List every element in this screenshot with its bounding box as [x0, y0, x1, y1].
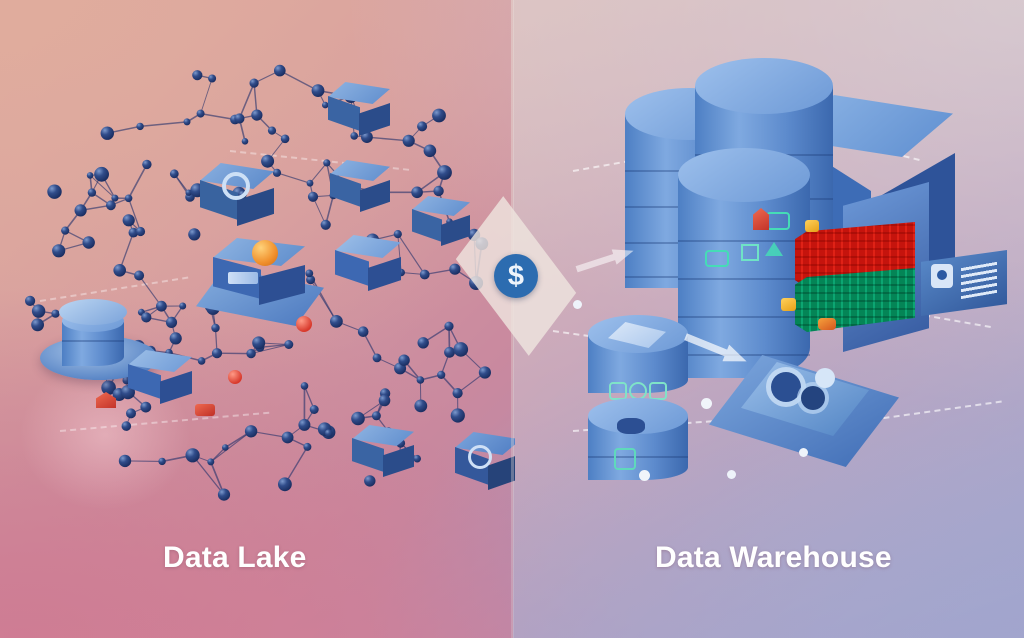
data-warehouse-panel	[513, 0, 1024, 638]
ring-glyph-icon	[222, 172, 250, 200]
server-indicator-strip	[228, 272, 258, 284]
red-sphere	[228, 370, 242, 384]
db-glyph-icon	[766, 212, 790, 230]
red-marker-icon	[753, 208, 769, 230]
database-top-disc	[59, 299, 127, 325]
connector-dot	[573, 300, 582, 309]
gear-icon	[815, 368, 835, 388]
node-glyph-icon	[741, 244, 759, 261]
red-block-icon	[195, 404, 215, 416]
lock-glyph-icon	[468, 445, 492, 469]
cube-icon-cloud	[328, 82, 390, 136]
cube-icon-folder	[128, 350, 192, 404]
data-lake-label: Data Lake	[163, 541, 307, 574]
cube-icon-monitor	[335, 235, 401, 291]
red-sphere	[296, 316, 312, 332]
panel-readout-lines	[961, 258, 997, 300]
panel-lens-icon	[937, 270, 947, 280]
cube-icon-storage	[412, 196, 470, 246]
data-lake-panel	[25, 64, 515, 501]
cube-icon-ring	[200, 163, 274, 226]
cube-icon-doc	[352, 425, 414, 477]
connector-dot	[701, 398, 712, 409]
gear-icon	[771, 372, 801, 402]
orange-marker-icon	[818, 318, 836, 330]
data-warehouse-label: Data Warehouse	[655, 541, 892, 574]
warehouse-cylinder-front	[678, 148, 810, 378]
yellow-marker-icon	[805, 220, 819, 232]
dollar-sign-icon: $	[494, 254, 538, 298]
triangle-glyph-icon	[765, 242, 783, 256]
cube-icon-chart	[330, 160, 390, 212]
connector-dot	[799, 448, 808, 457]
processing-slot-icon	[617, 418, 645, 434]
yellow-marker-icon	[781, 298, 796, 311]
db-glyph-icon	[705, 250, 729, 267]
gear-icon	[801, 386, 825, 410]
left-ground-haze	[0, 448, 513, 638]
dollar-symbol: $	[507, 259, 525, 292]
processing-badge-icon	[614, 448, 636, 470]
network-mesh	[25, 64, 491, 501]
connector-dot	[727, 470, 736, 479]
orange-sphere	[252, 240, 278, 266]
connector-dot	[639, 470, 650, 481]
processing-cylinder-stack	[588, 398, 688, 480]
red-marker-icon	[96, 392, 116, 408]
